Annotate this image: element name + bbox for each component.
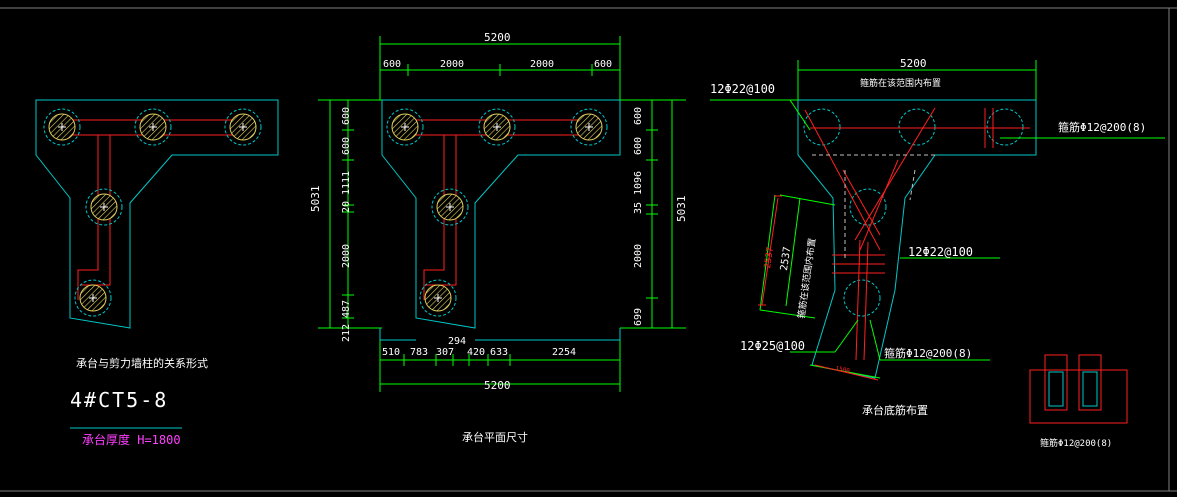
pile	[85, 188, 123, 226]
right-top-dim: 5200	[900, 57, 927, 70]
middle-left-total: 5031	[309, 185, 322, 213]
middle-cap-drawing	[318, 36, 686, 392]
pile	[134, 108, 172, 146]
right-red-dims	[758, 195, 879, 381]
left-piles	[43, 108, 262, 317]
middle-right-seg-6: 699	[633, 307, 644, 326]
middle-left-seg-7: 212	[341, 323, 352, 342]
right-caption: 承台底筋布置	[862, 404, 928, 417]
middle-bottom-seg-5: 633	[490, 347, 509, 358]
right-piles	[803, 108, 1024, 317]
middle-bottom-seg-6: 2254	[552, 347, 577, 358]
middle-bottom-total: 5200	[484, 379, 511, 392]
middle-cap-outline	[381, 99, 621, 329]
cap-thickness: 承台厚度 H=1800	[82, 433, 181, 447]
middle-bottom-seg-1: 510	[382, 347, 401, 358]
middle-bottom-extra: 294	[448, 336, 467, 347]
middle-right-seg-1: 600	[633, 106, 644, 125]
detail-caption: 箍筋Φ12@200(8)	[1040, 439, 1113, 449]
middle-left-seg-1: 600	[341, 106, 352, 125]
middle-bottom-seg-2: 783	[410, 347, 429, 358]
stirrup-detail	[1029, 354, 1128, 424]
right-note-top: 箍筋在该范围内布置	[860, 79, 942, 89]
pile	[431, 188, 469, 226]
pile	[386, 108, 424, 146]
middle-right-seg-2: 600	[633, 136, 644, 155]
right-dimension-lines	[710, 60, 1165, 379]
left-wall-rebar	[61, 119, 247, 300]
pile	[43, 108, 81, 146]
pile	[74, 279, 112, 317]
stirrup-label-top: 箍筋Φ12@200(8)	[1058, 121, 1147, 134]
middle-left-seg-2: 600	[341, 136, 352, 155]
middle-piles	[386, 108, 608, 317]
middle-caption: 承台平面尺寸	[462, 431, 528, 444]
middle-left-seg-4: 20	[341, 200, 352, 213]
middle-bottom-seg-4: 420	[467, 347, 486, 358]
right-cap-outline	[797, 99, 1037, 379]
middle-left-seg-6: 487	[341, 299, 352, 318]
pile	[224, 108, 262, 146]
right-dashed-guides	[812, 154, 935, 260]
middle-top-seg-3: 2000	[530, 59, 555, 70]
middle-bottom-seg-3: 307	[436, 347, 455, 358]
middle-left-seg-5: 2000	[341, 243, 352, 268]
cap-id: 4#CT5-8	[70, 388, 169, 412]
pile	[570, 108, 608, 146]
pile	[478, 108, 516, 146]
middle-dimension-lines	[318, 36, 686, 392]
stirrup-label-bottom: 箍筋Φ12@200(8)	[884, 347, 973, 360]
rebar-label-top: 12Φ22@100	[710, 82, 776, 96]
rebar-label-mid: 12Φ22@100	[908, 245, 974, 259]
middle-right-total: 5031	[675, 195, 688, 223]
middle-left-seg-3: 1111	[341, 170, 352, 195]
middle-top-seg-4: 600	[594, 59, 613, 70]
rebar-label-bottom: 12Φ25@100	[740, 339, 806, 353]
middle-top-total: 5200	[484, 31, 511, 44]
middle-right-seg-5: 2000	[633, 243, 644, 268]
middle-cap-base	[379, 328, 621, 341]
right-cap-drawing	[710, 60, 1165, 424]
left-cap-drawing	[35, 99, 279, 429]
middle-wall-rebar	[407, 119, 589, 300]
middle-right-seg-4: 35	[633, 201, 644, 214]
right-rebar	[804, 107, 1030, 361]
left-caption: 承台与剪力墙柱的关系形式	[76, 357, 208, 370]
middle-top-seg-1: 600	[383, 59, 402, 70]
pile	[419, 279, 457, 317]
left-cap-outline	[35, 99, 279, 329]
middle-top-seg-2: 2000	[440, 59, 465, 70]
middle-right-seg-3: 1096	[633, 170, 644, 195]
